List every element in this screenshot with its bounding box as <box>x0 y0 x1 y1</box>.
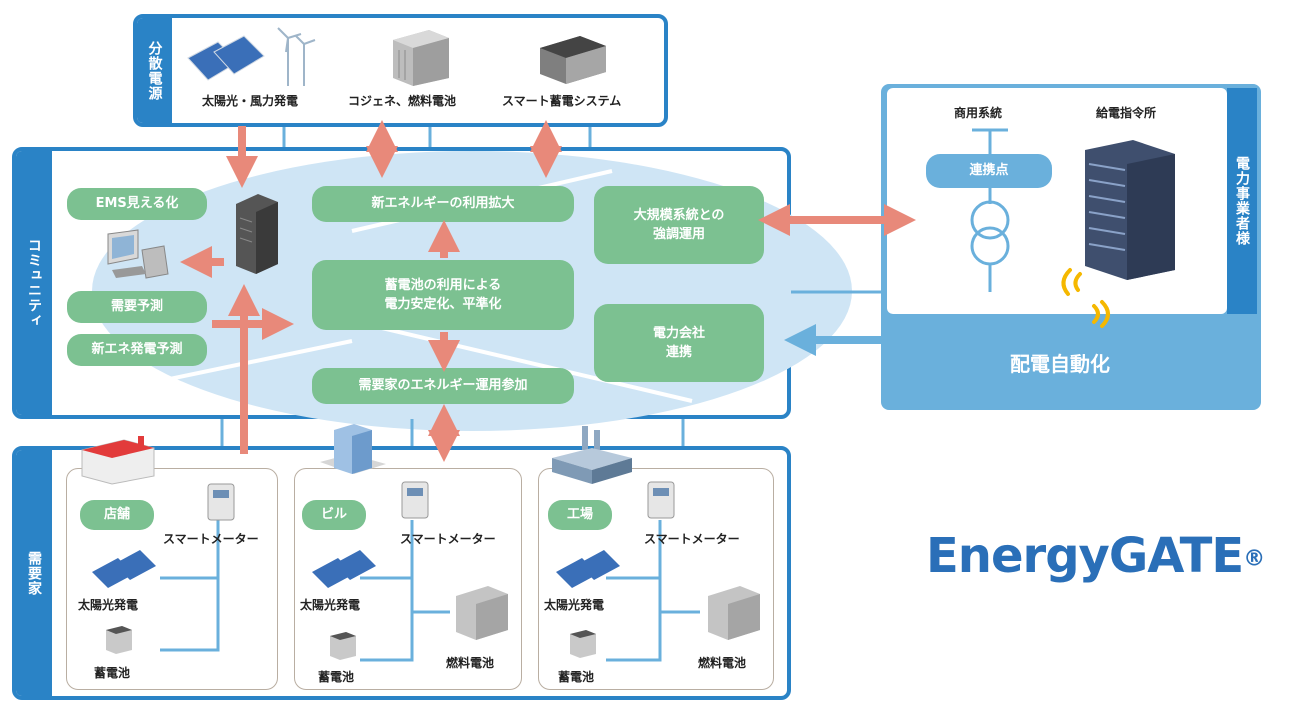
solar-panel-icon-factory <box>556 550 620 588</box>
connection-point-pill: 連携点 <box>926 154 1052 188</box>
solar-label-factory: 太陽光発電 <box>544 598 605 612</box>
battery-label-factory: 蓄電池 <box>558 670 595 684</box>
energygate-logo: EnergyGATE® <box>926 528 1265 584</box>
utility-title: 電力事業者様 <box>1227 88 1257 314</box>
cogeneration-icon <box>393 30 449 86</box>
consumers-title: 需要家 <box>16 450 52 696</box>
battery-label-building: 蓄電池 <box>318 670 355 684</box>
fuel-cell-label-building: 燃料電池 <box>446 656 495 670</box>
pc-monitor-icon <box>107 229 169 279</box>
solar-panel-icon-building <box>312 550 376 588</box>
community-title: コミュニティ <box>16 151 52 415</box>
battery-label-store: 蓄電池 <box>94 666 131 680</box>
grid-cooperation-pill: 大規模系統との 強調運用 <box>594 186 764 264</box>
smart-meter-icon-factory <box>647 481 675 519</box>
demand-forecast-pill: 需要予測 <box>67 291 207 323</box>
battery-icon-building <box>330 632 356 660</box>
smart-storage-label: スマート蓄電システム <box>502 94 622 108</box>
dispatch-center-label: 給電指令所 <box>1096 106 1157 120</box>
dispatch-building-icon <box>1085 140 1175 280</box>
store-building-icon <box>81 436 155 485</box>
cogeneration-label: コジェネ、燃料電池 <box>348 94 457 108</box>
wireless-signal-icon <box>1061 268 1110 328</box>
fuel-cell-label-factory: 燃料電池 <box>698 656 747 670</box>
server-icon <box>236 194 278 274</box>
commercial-grid-label: 商用系統 <box>954 106 1003 120</box>
solar-wind-icon <box>187 27 316 86</box>
ems-visualization-pill: EMS見える化 <box>67 188 207 220</box>
solar-label-building: 太陽光発電 <box>300 598 361 612</box>
meter-label-building: スマートメーター <box>400 532 496 546</box>
smart-meter-icon-store <box>207 483 235 521</box>
renewable-expansion-pill: 新エネルギーの利用拡大 <box>312 186 574 222</box>
renewable-forecast-pill: 新エネ発電予測 <box>67 334 207 366</box>
fuel-cell-icon-factory <box>708 586 760 640</box>
solar-label-store: 太陽光発電 <box>78 598 139 612</box>
site-label-store: 店舗 <box>80 500 154 530</box>
logo-brand: EnergyGATE <box>926 528 1244 584</box>
logo-registered-mark: ® <box>1243 546 1265 572</box>
solar-wind-label: 太陽光・風力発電 <box>202 94 299 108</box>
consumer-participation-pill: 需要家のエネルギー運用参加 <box>312 368 574 404</box>
battery-icon-store <box>106 626 132 654</box>
distribution-automation-label: 配電自動化 <box>1010 352 1110 376</box>
meter-label-factory: スマートメーター <box>644 532 740 546</box>
fuel-cell-icon-building <box>456 586 508 640</box>
office-building-icon <box>320 424 386 474</box>
site-label-building: ビル <box>302 500 366 530</box>
site-label-factory: 工場 <box>548 500 612 530</box>
meter-label-store: スマートメーター <box>163 532 259 546</box>
battery-icon-factory <box>570 630 596 658</box>
utility-cooperation-pill: 電力会社 連携 <box>594 304 764 382</box>
distributed-sources-title: 分散電源 <box>137 18 172 123</box>
solar-panel-icon-store <box>92 550 156 588</box>
smart-meter-icon-building <box>401 481 429 519</box>
factory-icon <box>552 426 632 484</box>
smart-storage-icon <box>540 36 606 84</box>
battery-stabilization-pill: 蓄電池の利用による 電力安定化、平準化 <box>312 260 574 330</box>
